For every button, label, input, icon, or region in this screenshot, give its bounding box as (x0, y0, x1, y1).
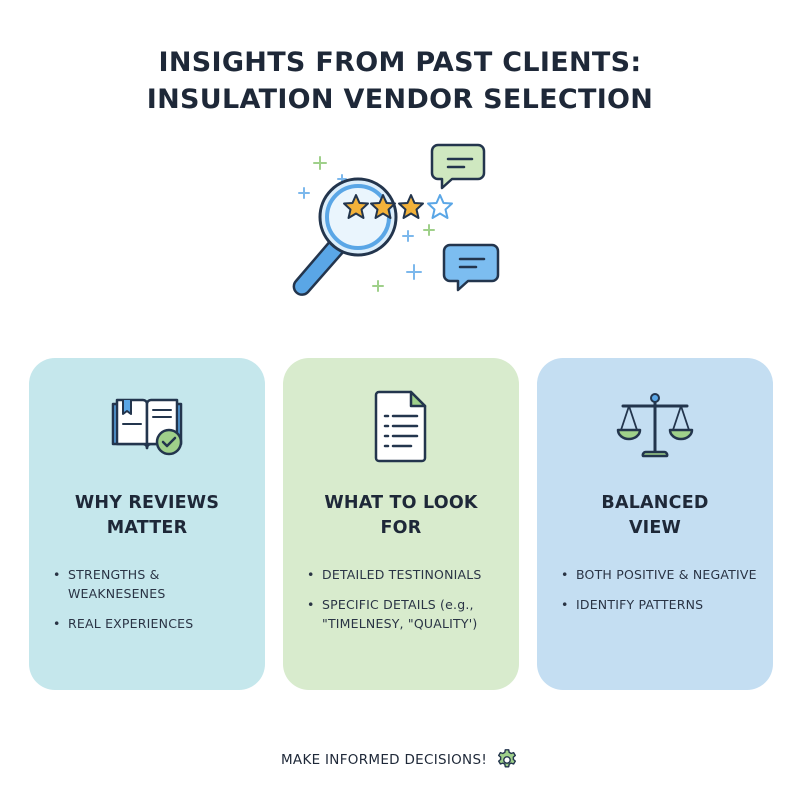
card-heading: WHAT TO LOOK FOR (324, 493, 478, 538)
chat-bubble-icon (442, 243, 500, 292)
card-what-to-look-for: WHAT TO LOOK FOR DETAILED TESTINONIALS S… (283, 358, 519, 690)
footer: MAKE INFORMED DECISIONS! (0, 748, 800, 772)
balance-scale-icon (616, 393, 694, 458)
chat-bubble-icon (430, 143, 486, 190)
card-bullet-list: STRENGTHS & WEAKNESENES REAL EXPERIENCES (51, 565, 253, 644)
list-item: REAL EXPERIENCES (51, 614, 253, 633)
footer-text: MAKE INFORMED DECISIONS! (280, 752, 488, 768)
card-heading: BALANCED VIEW (601, 493, 709, 538)
title-line-2: INSULATION VENDOR SELECTION (146, 84, 654, 115)
hero-illustration (292, 143, 500, 296)
gear-icon (498, 749, 517, 768)
sparkle-icon (313, 156, 435, 292)
magnifying-glass-icon (292, 177, 398, 296)
title-line-1: INSIGHTS FROM PAST CLIENTS: (158, 47, 642, 78)
card-bullet-list: BOTH POSITIVE & NEGATIVE IDENTIFY PATTER… (559, 565, 761, 625)
star-icon (343, 194, 453, 219)
document-list-icon (374, 390, 427, 463)
list-item: IDENTIFY PATTERNS (559, 595, 761, 614)
card-balanced-view: BALANCED VIEW BOTH POSITIVE & NEGATIVE I… (537, 358, 773, 690)
page-title: INSIGHTS FROM PAST CLIENTS: INSULATION V… (0, 44, 800, 118)
card-why-reviews-matter: WHY REVIEWS MATTER STRENGTHS & WEAKNESEN… (29, 358, 265, 690)
list-item: BOTH POSITIVE & NEGATIVE (559, 565, 761, 584)
list-item: SPECIFIC DETAILS (e.g., "TIMELNESY, "QUA… (305, 595, 507, 633)
list-item: DETAILED TESTINONIALS (305, 565, 507, 584)
card-heading: WHY REVIEWS MATTER (74, 493, 220, 538)
card-bullet-list: DETAILED TESTINONIALS SPECIFIC DETAILS (… (305, 565, 507, 644)
list-item: STRENGTHS & WEAKNESENES (51, 565, 253, 603)
open-book-check-icon (111, 398, 183, 456)
